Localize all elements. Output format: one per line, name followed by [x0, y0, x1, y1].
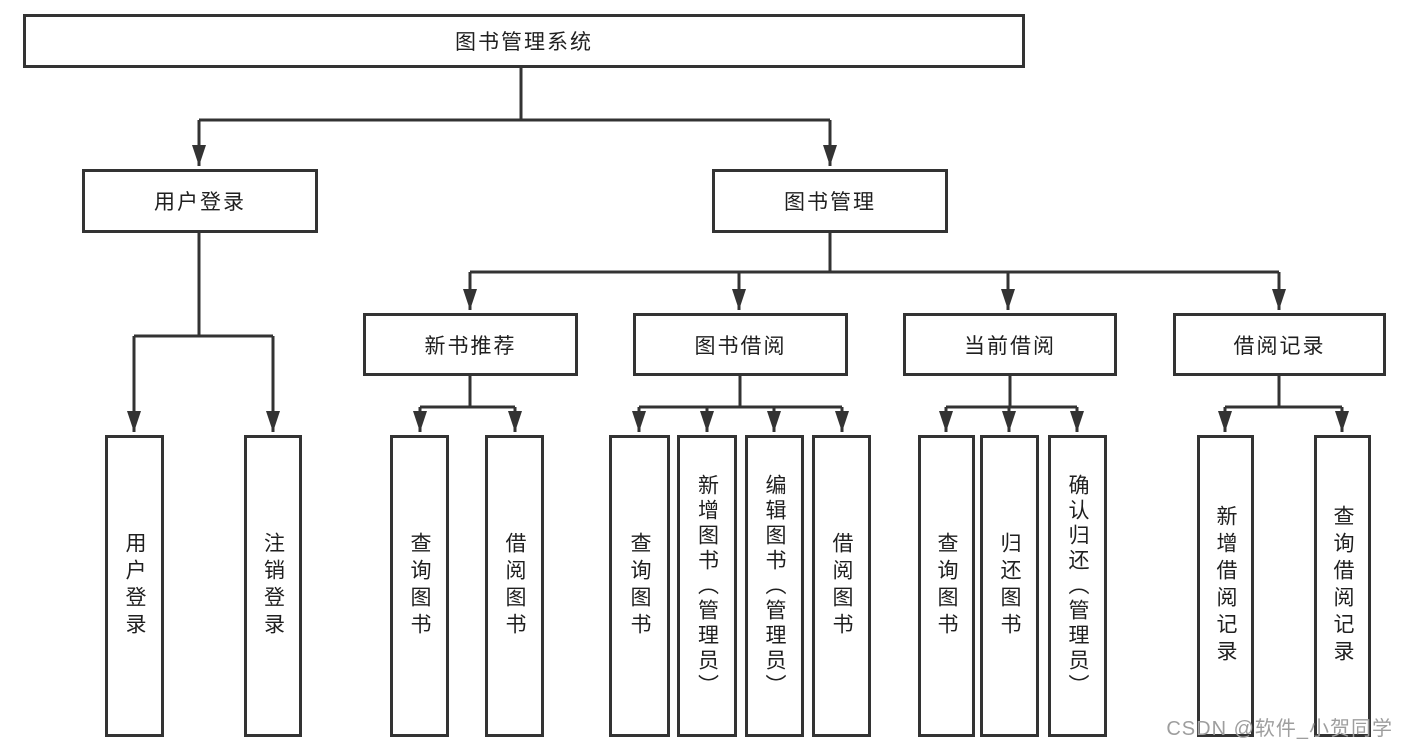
- node-user-login: 用户登录: [82, 169, 318, 233]
- leaf-bb-edit-books-admin-label: 编辑图书（管理员）: [763, 473, 786, 699]
- leaf-nb-borrow-books: 借阅图书: [485, 435, 544, 737]
- leaf-bb-query-books: 查询图书: [609, 435, 670, 737]
- node-current-borrow-label: 当前借阅: [964, 334, 1056, 358]
- leaf-br-add-record: 新增借阅记录: [1197, 435, 1254, 737]
- connector-book-mgmt-trunk: [470, 233, 1279, 274]
- connector-root-trunk: [199, 68, 830, 122]
- leaf-nb-borrow-books-label: 借阅图书: [503, 532, 526, 640]
- leaf-bb-borrow-books: 借阅图书: [812, 435, 871, 737]
- connector-user-login-trunk: [134, 233, 273, 338]
- node-borrow-records: 借阅记录: [1173, 313, 1386, 376]
- connector-new-book-trunk: [420, 376, 515, 409]
- leaf-bb-borrow-books-label: 借阅图书: [830, 532, 853, 640]
- leaf-logout: 注销登录: [244, 435, 302, 737]
- leaf-bb-edit-books-admin: 编辑图书（管理员）: [745, 435, 804, 737]
- connector-book-borrow-trunk: [639, 376, 842, 409]
- node-book-borrow: 图书借阅: [633, 313, 848, 376]
- leaf-cb-confirm-return-admin-label: 确认归还（管理员）: [1066, 473, 1089, 699]
- leaf-br-add-record-label: 新增借阅记录: [1214, 505, 1237, 667]
- node-book-borrow-label: 图书借阅: [694, 334, 787, 358]
- leaf-nb-query-books: 查询图书: [390, 435, 449, 737]
- leaf-cb-query-books-label: 查询图书: [935, 532, 958, 640]
- leaf-cb-return-books-label: 归还图书: [998, 532, 1021, 640]
- leaf-user-login-label: 用户登录: [123, 532, 146, 640]
- leaf-bb-add-books-admin-label: 新增图书（管理员）: [695, 473, 719, 699]
- node-new-book-recommend-label: 新书推荐: [424, 334, 517, 358]
- connector-borrow-records-trunk: [1225, 376, 1342, 409]
- node-root-system: 图书管理系统: [23, 14, 1025, 68]
- leaf-nb-query-books-label: 查询图书: [408, 532, 431, 640]
- leaf-cb-confirm-return-admin: 确认归还（管理员）: [1048, 435, 1107, 737]
- leaf-cb-return-books: 归还图书: [980, 435, 1039, 737]
- node-user-login-label: 用户登录: [154, 191, 246, 214]
- leaf-br-query-record: 查询借阅记录: [1314, 435, 1371, 737]
- leaf-user-login: 用户登录: [105, 435, 164, 737]
- node-book-management-label: 图书管理: [784, 191, 876, 214]
- node-root-label: 图书管理系统: [455, 31, 593, 54]
- node-current-borrow: 当前借阅: [903, 313, 1117, 376]
- csdn-watermark: CSDN @软件_小贺同学: [1166, 718, 1393, 740]
- node-book-management: 图书管理: [712, 169, 948, 233]
- node-new-book-recommend: 新书推荐: [363, 313, 578, 376]
- leaf-bb-query-books-label: 查询图书: [628, 532, 651, 640]
- leaf-logout-label: 注销登录: [261, 532, 285, 640]
- leaf-br-query-record-label: 查询借阅记录: [1331, 505, 1354, 667]
- leaf-bb-add-books-admin: 新增图书（管理员）: [677, 435, 737, 737]
- node-borrow-records-label: 借阅记录: [1233, 334, 1326, 358]
- leaf-cb-query-books: 查询图书: [918, 435, 975, 737]
- connector-current-borrow-trunk: [946, 376, 1077, 409]
